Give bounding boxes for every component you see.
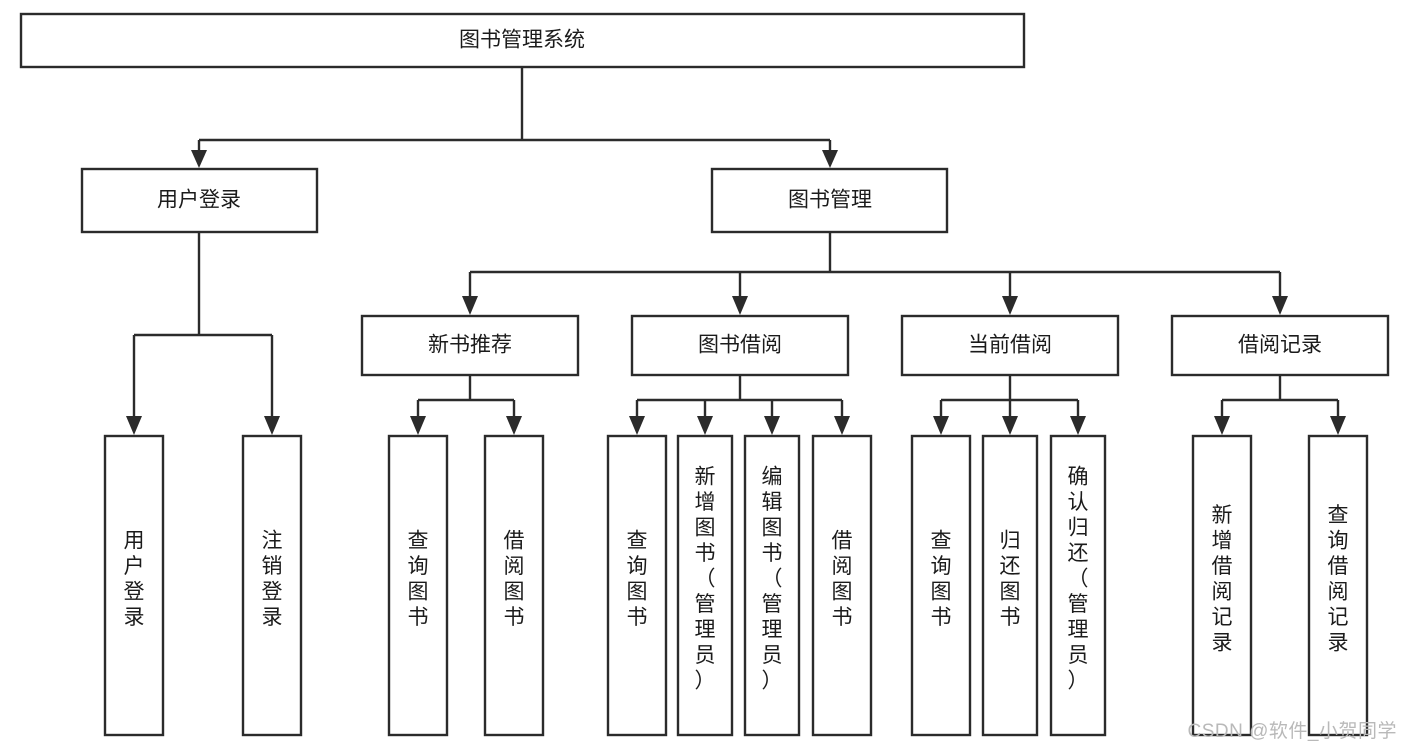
node-leaf-user-login-label: 用户登录 [124,529,145,629]
node-user-login-box[interactable] [80,167,319,234]
node-leaf-add-record-box[interactable] [1191,434,1253,737]
node-user-login-label: 用户登录 [157,189,241,212]
node-leaf-query-record-box[interactable] [1307,434,1369,737]
node-leaf-user-login[interactable]: 用户登录 [103,434,165,737]
node-leaf-confirm-return-label: 确认归还（管理员） [1068,466,1089,693]
node-book-borrow-box[interactable] [630,314,850,377]
node-leaf-confirm-return[interactable]: 确认归还（管理员） [1049,434,1107,737]
node-leaf-query-book-1[interactable]: 查询图书 [387,434,449,737]
edge-group [126,67,1346,435]
node-book-borrow-label: 图书借阅 [698,334,782,357]
node-leaf-return-book[interactable]: 归还图书 [981,434,1039,737]
arrow-head-new-book-recommend [462,296,478,315]
node-leaf-query-book-2-box[interactable] [606,434,668,737]
node-leaf-return-book-box[interactable] [981,434,1039,737]
node-leaf-query-book-1-label: 查询图书 [408,529,429,629]
node-book-manage-box[interactable] [710,167,949,234]
arrow-head-leaf-query-book-3 [933,416,949,435]
node-leaf-borrow-book-2-box[interactable] [811,434,873,737]
arrow-head-leaf-query-book-1 [410,416,426,435]
node-leaf-logout-login[interactable]: 注销登录 [241,434,303,737]
node-book-borrow[interactable]: 图书借阅 [630,314,850,377]
arrow-head-leaf-user-login [126,416,142,435]
arrow-head-leaf-confirm-return [1070,416,1086,435]
node-leaf-add-record-label: 新增借阅记录 [1212,504,1233,655]
node-current-borrow[interactable]: 当前借阅 [900,314,1120,377]
node-current-borrow-box[interactable] [900,314,1120,377]
node-borrow-record[interactable]: 借阅记录 [1170,314,1390,377]
arrow-head-leaf-query-book-2 [629,416,645,435]
arrow-head-borrow-record [1272,296,1288,315]
node-leaf-return-book-label: 归还图书 [1000,529,1021,629]
node-leaf-logout-login-label: 注销登录 [262,529,283,629]
node-leaf-user-login-box[interactable] [103,434,165,737]
node-leaf-edit-book[interactable]: 编辑图书（管理员） [743,434,801,737]
arrow-head-leaf-return-book [1002,416,1018,435]
node-leaf-edit-book-box[interactable] [743,434,801,737]
node-root-label: 图书管理系统 [459,29,585,52]
arrow-head-user-login [191,150,207,168]
node-leaf-add-record[interactable]: 新增借阅记录 [1191,434,1253,737]
arrow-head-leaf-borrow-book-1 [506,416,522,435]
node-leaf-add-book[interactable]: 新增图书（管理员） [676,434,734,737]
node-leaf-edit-book-label: 编辑图书（管理员） [762,466,783,693]
node-leaf-query-book-1-box[interactable] [387,434,449,737]
node-leaf-borrow-book-1-box[interactable] [483,434,545,737]
node-leaf-query-book-3-box[interactable] [910,434,972,737]
arrow-head-leaf-logout-login [264,416,280,435]
node-book-manage-label: 图书管理 [788,189,872,212]
node-leaf-query-record[interactable]: 查询借阅记录 [1307,434,1369,737]
node-leaf-borrow-book-2[interactable]: 借阅图书 [811,434,873,737]
arrow-head-leaf-add-book [697,416,713,435]
arrow-head-leaf-add-record [1214,416,1230,435]
node-leaf-borrow-book-2-label: 借阅图书 [832,529,853,629]
node-leaf-borrow-book-1[interactable]: 借阅图书 [483,434,545,737]
node-user-login[interactable]: 用户登录 [80,167,319,234]
node-new-book-recommend-label: 新书推荐 [428,334,512,357]
node-leaf-query-book-2[interactable]: 查询图书 [606,434,668,737]
arrow-head-book-borrow [732,296,748,315]
arrow-head-current-borrow [1002,296,1018,315]
node-leaf-query-book-3-label: 查询图书 [931,529,952,629]
node-leaf-add-book-label: 新增图书（管理员） [695,466,716,693]
node-book-manage[interactable]: 图书管理 [710,167,949,234]
node-borrow-record-box[interactable] [1170,314,1390,377]
arrow-head-leaf-borrow-book-2 [834,416,850,435]
node-leaf-query-book-3[interactable]: 查询图书 [910,434,972,737]
node-leaf-logout-login-box[interactable] [241,434,303,737]
node-leaf-add-book-box[interactable] [676,434,734,737]
node-root[interactable]: 图书管理系统 [19,12,1026,69]
node-root-box[interactable] [19,12,1026,69]
csdn-watermark: CSDN @软件_小贺同学 [1187,721,1397,742]
arrow-head-leaf-edit-book [764,416,780,435]
arrow-head-book-manage [822,150,838,168]
node-current-borrow-label: 当前借阅 [968,334,1052,357]
node-leaf-query-book-2-label: 查询图书 [627,529,648,629]
node-leaf-borrow-book-1-label: 借阅图书 [504,529,525,629]
arrow-head-leaf-query-record [1330,416,1346,435]
node-leaf-confirm-return-box[interactable] [1049,434,1107,737]
node-new-book-recommend-box[interactable] [360,314,580,377]
node-new-book-recommend[interactable]: 新书推荐 [360,314,580,377]
node-leaf-query-record-label: 查询借阅记录 [1328,504,1349,655]
node-borrow-record-label: 借阅记录 [1238,334,1322,357]
